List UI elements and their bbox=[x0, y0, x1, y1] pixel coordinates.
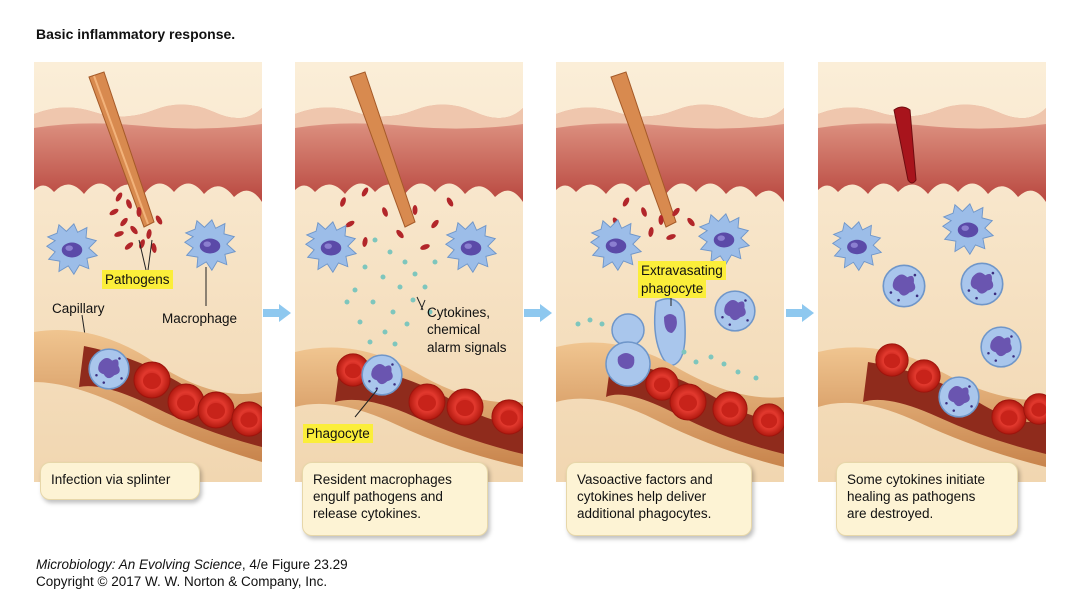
figure-title: Basic inflammatory response. bbox=[36, 26, 236, 42]
panel-3-caption-line-2: cytokines help deliver bbox=[577, 489, 707, 504]
panel-1-caption-text: Infection via splinter bbox=[51, 472, 171, 487]
panel-4-caption: Some cytokines initiate healing as patho… bbox=[836, 462, 1018, 536]
skin-layer bbox=[295, 104, 523, 202]
panel-2-caption-line-3: release cytokines. bbox=[313, 506, 422, 521]
panel-4-caption-line-2: healing as pathogens bbox=[847, 489, 976, 504]
red-blood-cell bbox=[669, 383, 707, 421]
red-blood-cell bbox=[231, 401, 262, 437]
capillary-label: Capillary bbox=[52, 301, 105, 316]
red-blood-cell bbox=[907, 359, 941, 393]
arrow-right-icon bbox=[263, 304, 291, 322]
phagocyte-label: Phagocyte bbox=[303, 424, 373, 443]
red-blood-cell bbox=[752, 403, 784, 437]
panel-phagocyte-delivery: Extravasating phagocyte bbox=[556, 62, 784, 482]
macrophage-label: Macrophage bbox=[162, 311, 238, 326]
red-blood-cell bbox=[491, 399, 523, 435]
panel-3-caption: Vasoactive factors and cytokines help de… bbox=[566, 462, 752, 536]
book-title: Microbiology: An Evolving Science bbox=[36, 557, 242, 572]
panel-1-illustration bbox=[34, 62, 262, 482]
panel-3-caption-line-1: Vasoactive factors and bbox=[577, 472, 713, 487]
red-blood-cell bbox=[133, 361, 171, 399]
red-blood-cell bbox=[446, 388, 484, 426]
phagocyte-cell bbox=[882, 264, 926, 308]
panel-infection: Pathogens Capillary Macrophage bbox=[34, 62, 262, 482]
red-blood-cell bbox=[197, 391, 235, 429]
red-blood-cell bbox=[991, 399, 1027, 435]
panel-4-illustration bbox=[818, 62, 1046, 482]
phagocyte-cell bbox=[938, 376, 980, 418]
red-blood-cell bbox=[712, 391, 748, 427]
panel-2-caption-line-2: engulf pathogens and bbox=[313, 489, 443, 504]
panel-2-illustration bbox=[295, 62, 523, 482]
phagocyte-cell bbox=[88, 348, 130, 390]
source-citation: Microbiology: An Evolving Science, 4/e F… bbox=[36, 557, 348, 572]
phagocyte-cell bbox=[980, 326, 1022, 368]
skin-layer bbox=[556, 104, 784, 202]
phagocyte-cell bbox=[960, 262, 1004, 306]
phagocyte-cell bbox=[361, 354, 403, 396]
cytokine-dots bbox=[575, 317, 759, 381]
panel-4-caption-line-3: are destroyed. bbox=[847, 506, 934, 521]
extravasating-label-line-1: Extravasating bbox=[638, 261, 726, 280]
panel-2-caption: Resident macrophages engulf pathogens an… bbox=[302, 462, 488, 536]
panel-1-caption: Infection via splinter bbox=[40, 462, 200, 500]
panel-macrophage-response: Cytokines, chemical alarm signals Phagoc… bbox=[295, 62, 523, 482]
arrow-right-icon bbox=[786, 304, 814, 322]
phagocyte-cell bbox=[714, 290, 756, 332]
cytokines-label-line-2: chemical bbox=[427, 322, 481, 337]
red-blood-cell bbox=[408, 383, 446, 421]
pathogen-cluster bbox=[109, 192, 163, 253]
cytokines-label-line-3: alarm signals bbox=[427, 340, 507, 355]
arrow-right-icon bbox=[524, 304, 552, 322]
panel-3-caption-line-3: additional phagocytes. bbox=[577, 506, 712, 521]
cytokines-label-line-1: Cytokines, bbox=[427, 305, 491, 320]
cytokine-dots bbox=[344, 237, 438, 347]
wound-scab bbox=[893, 106, 917, 184]
panel-4-caption-line-1: Some cytokines initiate bbox=[847, 472, 986, 487]
extravasating-label-line-2: phagocyte bbox=[638, 279, 707, 298]
red-blood-cell bbox=[875, 343, 909, 377]
skin-layer bbox=[818, 104, 1046, 202]
splinter bbox=[610, 71, 677, 228]
panel-healing bbox=[818, 62, 1046, 482]
edition-figure: , 4/e Figure 23.29 bbox=[241, 557, 348, 572]
pathogen-cluster bbox=[340, 187, 454, 250]
copyright-notice: Copyright © 2017 W. W. Norton & Company,… bbox=[36, 574, 328, 589]
pathogens-label: Pathogens bbox=[102, 270, 173, 289]
skin-layer bbox=[34, 104, 262, 202]
splinter bbox=[349, 71, 416, 228]
panel-2-caption-line-1: Resident macrophages bbox=[313, 472, 452, 487]
